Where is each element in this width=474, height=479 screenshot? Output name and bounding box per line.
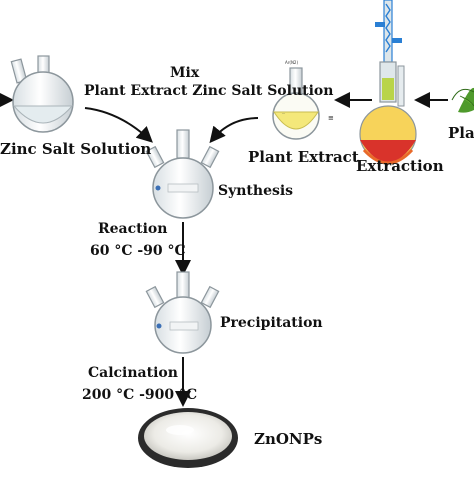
plant-extract-label: Plant Extract [248, 148, 359, 166]
calcination-temperature-label: 200 °C -900 °C [82, 387, 198, 403]
mix-body-label: Plant Extract Zinc Salt Solution [84, 83, 334, 99]
plant-extract-flask: Ar(N2) ... [272, 60, 320, 140]
svg-text:≡: ≡ [328, 114, 334, 122]
mix-title-label: Mix [170, 65, 200, 81]
synthesis-label: Synthesis [218, 183, 294, 199]
zinc-salt-label: Zinc Salt Solution [0, 140, 152, 158]
calcination-label: Calcination [88, 365, 178, 381]
precipitation-label: Precipitation [220, 315, 323, 331]
plant-label: Plan [448, 124, 474, 142]
svg-text:Ar(N2): Ar(N2) [285, 60, 298, 65]
precipitation-flask [145, 271, 220, 354]
extraction-label: Extraction [356, 157, 444, 175]
zinc-salt-flask [10, 55, 74, 133]
reaction-temperature-label: 60 °C -90 °C [90, 243, 186, 259]
plant-leaves-icon [451, 87, 474, 113]
reaction-label: Reaction [98, 221, 168, 237]
arrow-extract-to-synthesis [209, 117, 259, 144]
synthesis-flask [145, 129, 220, 219]
svg-text:...: ... [282, 111, 285, 115]
arrow-zinc-to-synthesis [84, 107, 153, 143]
product-label: ZnONPs [254, 430, 323, 448]
extraction-apparatus [359, 0, 417, 165]
znonps-powder-dish [138, 408, 238, 468]
